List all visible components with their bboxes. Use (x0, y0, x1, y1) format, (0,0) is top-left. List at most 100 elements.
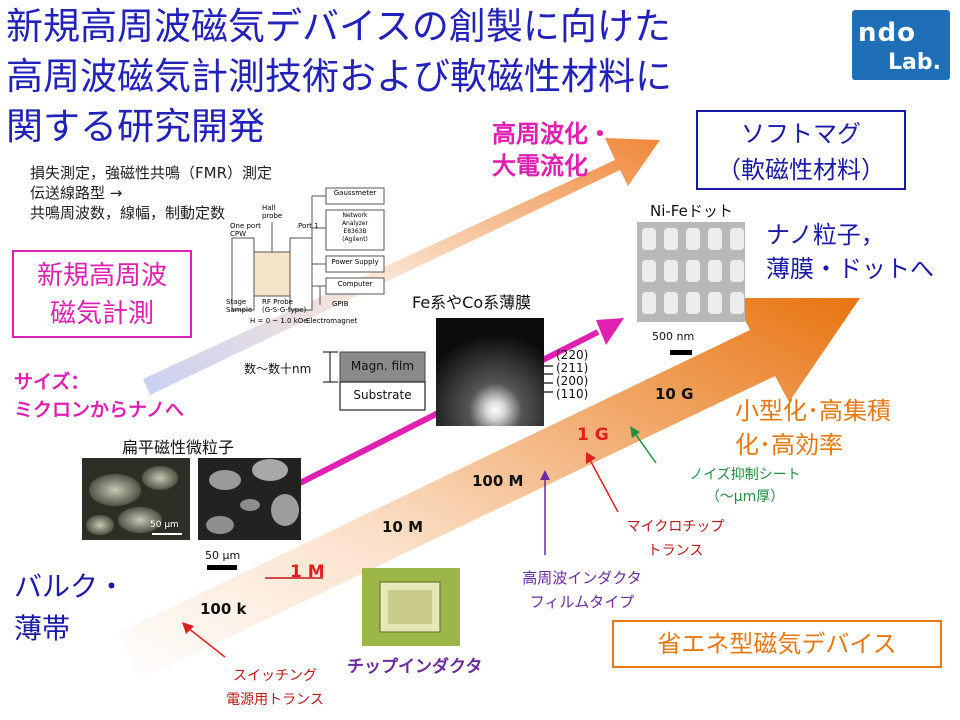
film-thickness: 数〜数十nm (244, 362, 312, 376)
nano-line-1: ナノ粒子， (766, 221, 885, 249)
soft-mag-line-1: ソフトマグ (741, 120, 861, 148)
bulk-line-1: バルク・ (14, 570, 126, 603)
title-line-2: 高周波磁気計測技術および軟磁性材料に (6, 55, 672, 98)
noise-sheet-line-1: ノイズ抑制シート (689, 467, 801, 483)
logo-line-1: ndo (858, 18, 916, 48)
hf-inductor-line-1: 高周波インダクタ (522, 569, 642, 587)
miniaturize-line-1: 小型化･高集積 (735, 397, 891, 425)
cpw-line-1: One port (230, 222, 261, 230)
page-title: 新規高周波磁気デバイスの創製に向けた 高周波磁気計測技術および軟磁性材料に 関す… (6, 2, 846, 152)
bulk-label: バルク・ 薄帯 (14, 566, 125, 650)
micro-chip-line-1: マイクロチップ (626, 519, 725, 535)
magenta-arrow-head (596, 318, 624, 345)
miniaturize-line-2: 化･高効率 (735, 431, 843, 459)
freq-1g: 1 G (577, 425, 609, 445)
nano-line-2: 薄膜・ドットへ (766, 255, 934, 283)
setup-gpib: GPIB (332, 300, 349, 308)
hf-inductor-label: 高周波インダクタ フィルムタイプ (487, 566, 677, 614)
setup-port1: Port 1 (298, 222, 319, 230)
measurement-note-3: 共鳴周波数，線幅，制動定数 (30, 204, 226, 222)
setup-computer: Computer (337, 280, 373, 288)
size-line-2: ミクロンからナノへ (14, 399, 185, 421)
scale-50um-a: 50 μm (150, 520, 179, 530)
pointer-arrows (182, 426, 657, 658)
size-label: サイズ： ミクロンからナノへ (14, 368, 184, 424)
new-measure-box: 新規高周波 磁気計測 (12, 250, 192, 338)
miniaturize-label: 小型化･高集積 化･高効率 (735, 394, 891, 462)
diffraction-rings: (220) (211) (200) (110) (556, 349, 588, 401)
soft-mag-box: ソフトマグ （軟磁性材料） (696, 110, 906, 190)
ring-200: (200) (556, 374, 589, 388)
measurement-note-2: 伝送線路型 → (30, 184, 123, 202)
freq-10m: 10 M (382, 518, 424, 536)
noise-sheet-line-2: （〜μm厚） (705, 489, 785, 505)
new-measure-line-1: 新規高周波 (36, 261, 167, 291)
switching-line-1: スイッチング (233, 668, 317, 684)
high-freq-line-1: 高周波化・ (492, 120, 612, 148)
hall-line-2: probe (262, 212, 283, 220)
stage-line-1: Stage (226, 298, 247, 306)
micro-chip-label: マイクロチップ トランス (608, 515, 743, 563)
energy-device-box: 省エネ型磁気デバイス (612, 620, 942, 668)
ring-220: (220) (556, 348, 589, 362)
bulk-line-2: 薄帯 (14, 612, 71, 645)
hall-line-1: Hall (262, 204, 276, 212)
main-progress-arrow (118, 298, 860, 680)
soft-mag-line-2: （軟磁性材料） (717, 156, 885, 184)
nano-label: ナノ粒子， 薄膜・ドットへ (766, 218, 934, 286)
new-measure-line-2: 磁気計測 (49, 299, 154, 329)
na-line-1: Network (342, 212, 368, 219)
ring-211: (211) (556, 361, 589, 375)
setup-rf-probe: RF Probe (G-S-G-type) (262, 298, 306, 314)
nife-dot-image (637, 222, 745, 322)
setup-stage: Stage Sample (226, 298, 252, 314)
fe-co-label: Fe系やCo系薄膜 (412, 293, 532, 312)
setup-power-supply: Power Supply (331, 258, 379, 266)
measurement-note-1: 損失測定，強磁性共鳴（FMR）測定 (30, 164, 272, 182)
lab-logo: ndo Lab. (852, 10, 950, 80)
scale-500nm: 500 nm (652, 330, 695, 343)
film-label: Magn. film (350, 359, 415, 373)
setup-hall-probe: Hall probe (262, 204, 282, 220)
nife-label: Ni-Feドット (650, 202, 733, 220)
micro-chip-line-2: トランス (647, 543, 704, 559)
na-line-2: Analyzer (341, 220, 369, 227)
setup-network-analyzer: Network Analyzer E8363B (Agilent) (326, 212, 384, 244)
chip-inductor-label: チップインダクタ (347, 657, 483, 677)
na-line-4: (Agilent) (342, 236, 368, 243)
rf-line-2: (G-S-G-type) (262, 306, 307, 314)
size-line-1: サイズ： (14, 371, 90, 393)
title-line-1: 新規高周波磁気デバイスの創製に向けた (6, 5, 671, 48)
setup-diagram (231, 187, 385, 311)
freq-100m: 100 M (472, 472, 524, 490)
logo-line-2: Lab. (888, 50, 941, 75)
scale-50um-b: 50 μm (205, 549, 241, 562)
setup-field-range: H = 0 ~ 1.0 kOe (250, 317, 308, 325)
na-line-3: E8363B (343, 228, 367, 235)
freq-10g: 10 G (655, 385, 694, 403)
switching-line-2: 電源用トランス (226, 692, 324, 708)
stage-line-2: Sample (226, 306, 253, 314)
title-line-3: 関する研究開発 (6, 105, 265, 148)
switching-label: スイッチング 電源用トランス (200, 664, 350, 712)
noise-sheet-label: ノイズ抑制シート （〜μm厚） (665, 464, 825, 508)
diffraction-image (436, 318, 544, 426)
high-freq-line-2: 大電流化 (492, 152, 588, 180)
setup-electromagnet: Electromagnet (306, 317, 358, 325)
measurement-notes: 損失測定，強磁性共鳴（FMR）測定 伝送線路型 → 共鳴周波数，線幅，制動定数 (30, 163, 272, 223)
ring-110: (110) (556, 387, 589, 401)
film-layer (339, 351, 426, 383)
substrate-label: Substrate (353, 388, 412, 402)
high-freq-label: 高周波化・ 大電流化 (492, 118, 612, 182)
setup-cpw: One port CPW (230, 222, 261, 238)
setup-gaussmeter: Gaussmeter (333, 189, 377, 197)
substrate-layer (339, 381, 426, 411)
freq-100k: 100 k (200, 600, 247, 618)
hf-inductor-line-2: フィルムタイプ (529, 593, 635, 611)
rf-line-1: RF Probe (262, 298, 293, 306)
flat-particles-label: 扁平磁性微粒子 (122, 438, 235, 457)
high-freq-arrow (143, 138, 660, 395)
cpw-line-2: CPW (230, 230, 247, 238)
freq-1m: 1 M (290, 562, 325, 582)
